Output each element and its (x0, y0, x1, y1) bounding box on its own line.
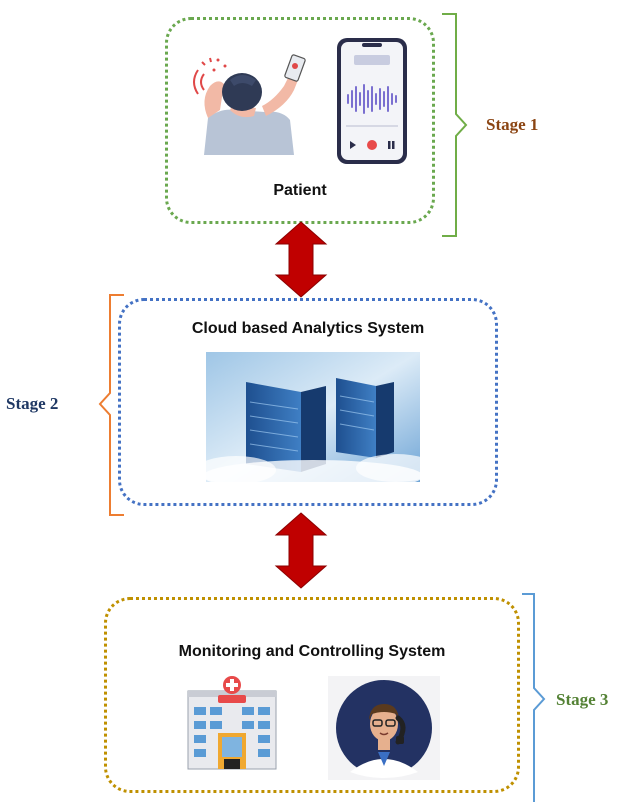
stage3-bracket (522, 593, 546, 802)
bidirectional-arrow-icon (274, 221, 328, 298)
stage2-bracket (98, 294, 124, 516)
stage3-title: Monitoring and Controlling System (178, 643, 446, 660)
bidirectional-arrow-icon-2 (274, 512, 328, 589)
stage1-title: Patient (273, 182, 327, 199)
voice-recorder-phone-icon (337, 38, 407, 164)
stage2-title: Cloud based Analytics System (191, 320, 425, 337)
stage1-bracket (442, 13, 468, 237)
stage3-box (104, 597, 520, 793)
stage1-label: Stage 1 (486, 115, 539, 134)
doctor-phone-icon (328, 676, 440, 780)
cloud-server-icon (196, 352, 436, 492)
hospital-icon (180, 673, 284, 773)
patient-headache-icon (190, 50, 312, 155)
stage2-box (118, 298, 498, 506)
stage3-label: Stage 3 (556, 690, 609, 709)
stage2-label: Stage 2 (6, 394, 59, 413)
